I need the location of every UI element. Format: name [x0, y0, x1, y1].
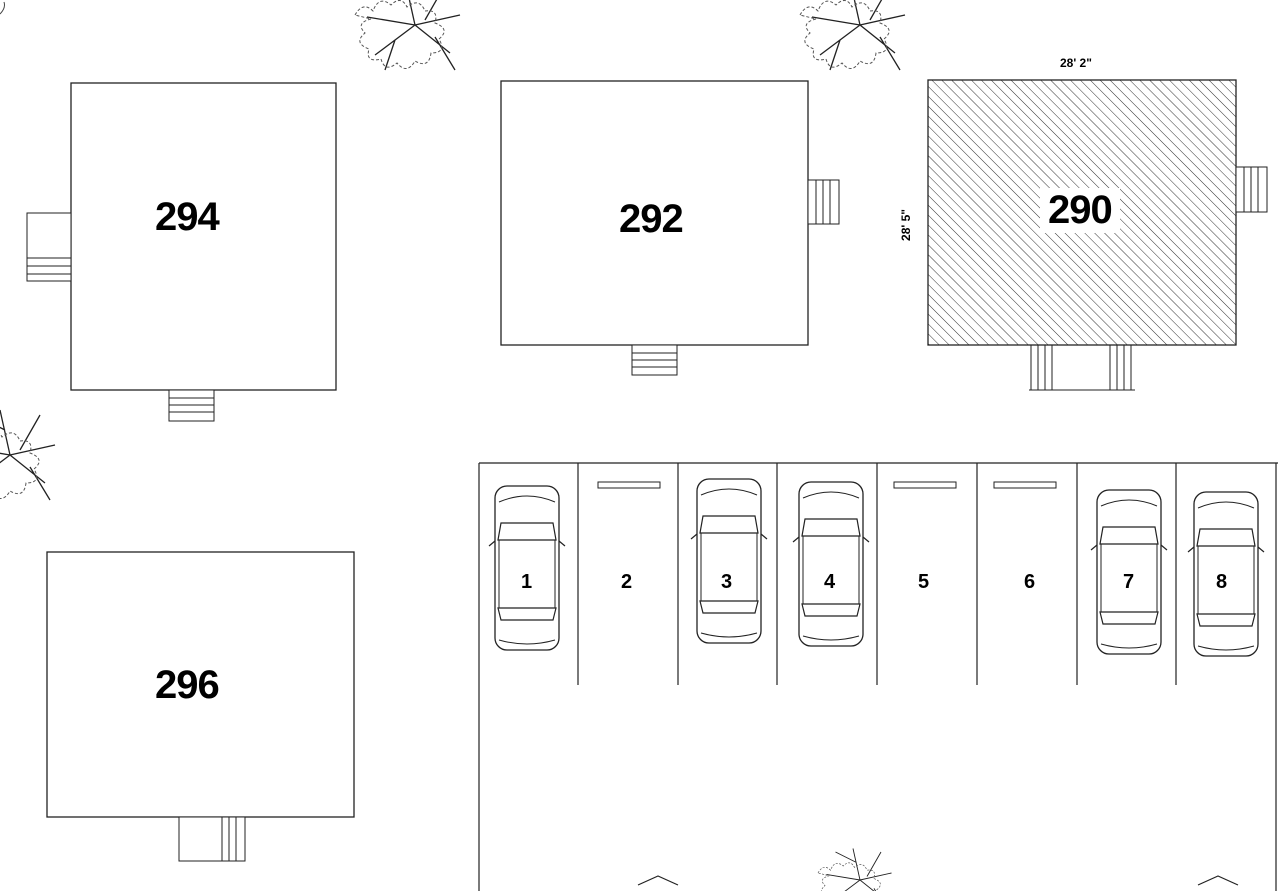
- dimension-depth: 28' 5": [898, 209, 913, 241]
- car-icon: [488, 485, 566, 651]
- dimension-width: 28' 2": [1060, 56, 1092, 70]
- rear-deck: [1029, 345, 1135, 391]
- unit-292-building: [500, 80, 840, 376]
- unit-label-292: 292: [619, 197, 684, 241]
- wheel-stop: [597, 481, 661, 489]
- stall-number: 6: [1024, 571, 1036, 593]
- car-icon: [792, 481, 870, 647]
- unit-label-296: 296: [155, 663, 220, 707]
- stall-number: 1: [521, 571, 533, 593]
- stall-number: 2: [621, 571, 633, 593]
- stall-number: 4: [824, 571, 836, 593]
- stair-icon: [631, 344, 678, 376]
- tree-icon: [799, 0, 906, 71]
- unit-290-building: [927, 79, 1268, 391]
- tree-icon: [0, 409, 56, 501]
- parking-lot: [478, 462, 1278, 891]
- wheel-stop: [893, 481, 957, 489]
- tree-icon: [354, 0, 461, 71]
- stair-icon: [26, 212, 72, 282]
- stair-icon: [178, 816, 246, 862]
- stall-number: 5: [918, 571, 930, 593]
- unit-294-building: [26, 82, 337, 422]
- stall-number: 8: [1216, 571, 1228, 593]
- car-icon: [690, 478, 768, 644]
- stall-number: 3: [721, 571, 733, 593]
- stair-icon: [807, 179, 840, 225]
- stall-number: 7: [1123, 571, 1135, 593]
- unit-296-building: [46, 551, 355, 862]
- tree-icon: [817, 848, 892, 891]
- wheel-stop: [993, 481, 1057, 489]
- unit-label-294: 294: [155, 195, 220, 239]
- tree-icon: [0, 1, 5, 15]
- stair-icon: [168, 389, 215, 422]
- stair-icon: [1235, 166, 1268, 213]
- unit-label-290: 290: [1040, 188, 1120, 233]
